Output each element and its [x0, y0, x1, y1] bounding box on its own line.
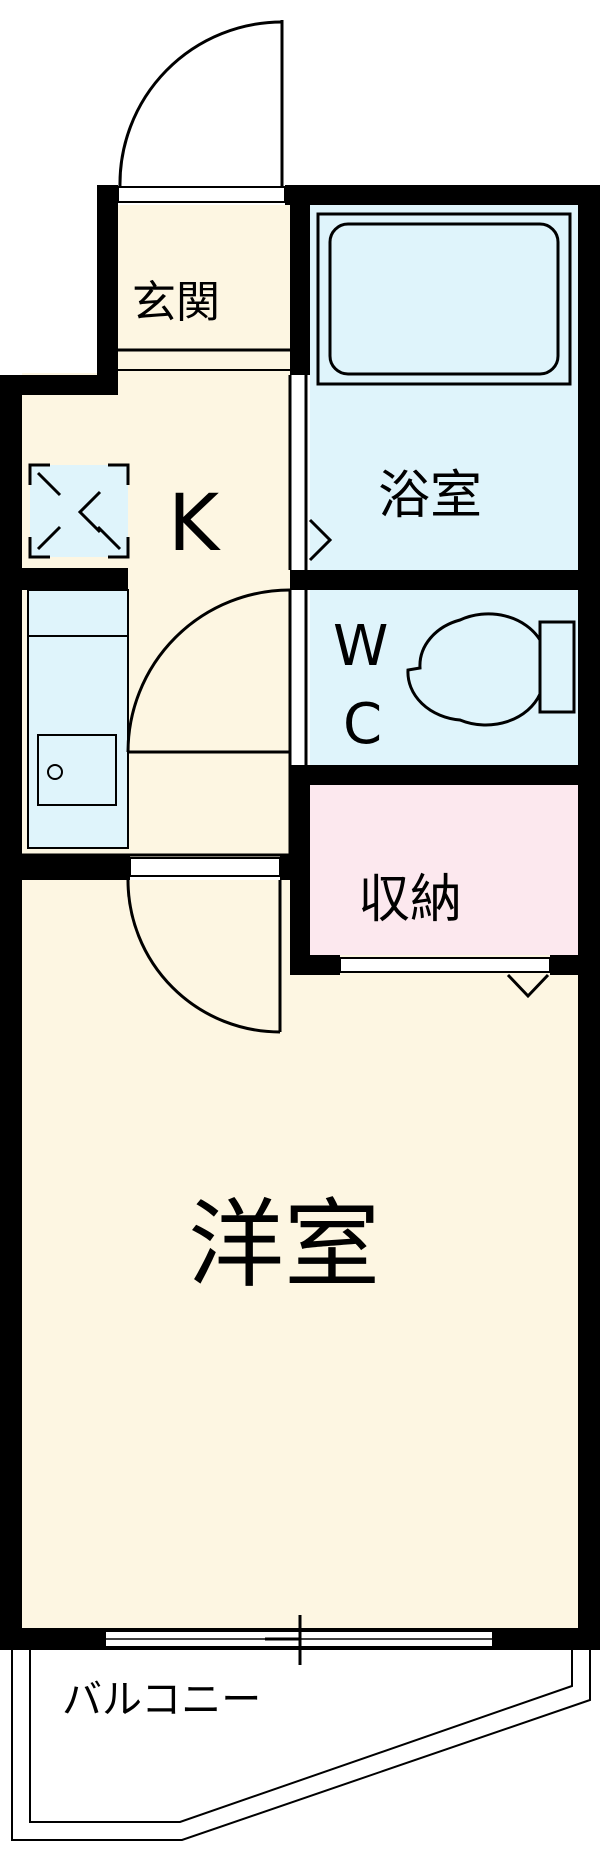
western-room-label: 洋室: [188, 1189, 380, 1301]
sink-drain-icon: [47, 764, 63, 780]
balcony-outline: [11, 1650, 591, 1841]
wc-label-w: W: [333, 614, 388, 679]
kitchen-door: [126, 588, 291, 754]
wc-label-c: C: [343, 692, 382, 757]
bathtub: [316, 212, 572, 386]
genkan-label: 玄関: [132, 277, 220, 328]
bath-floor: [310, 205, 578, 570]
toilet: [406, 612, 576, 727]
western-room-floor: [22, 880, 578, 1630]
washing-machine-space: [28, 463, 130, 559]
balcony-label: バルコニー: [62, 1677, 261, 1723]
balcony-window: [104, 1615, 494, 1665]
storage-door: [339, 957, 551, 999]
kitchen-counter: [27, 589, 129, 849]
entrance-door: [117, 20, 286, 203]
interior-walls: [0, 185, 600, 975]
storage-label: 収納: [358, 870, 462, 930]
storage-floor: [310, 785, 578, 955]
genkan-floor: [118, 205, 290, 373]
bath-label: 浴室: [378, 466, 482, 526]
kitchen-label: K: [168, 479, 221, 569]
wc-floor: [310, 590, 578, 765]
partition-lines: [22, 348, 308, 857]
bath-door-icon: [308, 518, 333, 562]
western-room-door: [126, 857, 282, 1034]
